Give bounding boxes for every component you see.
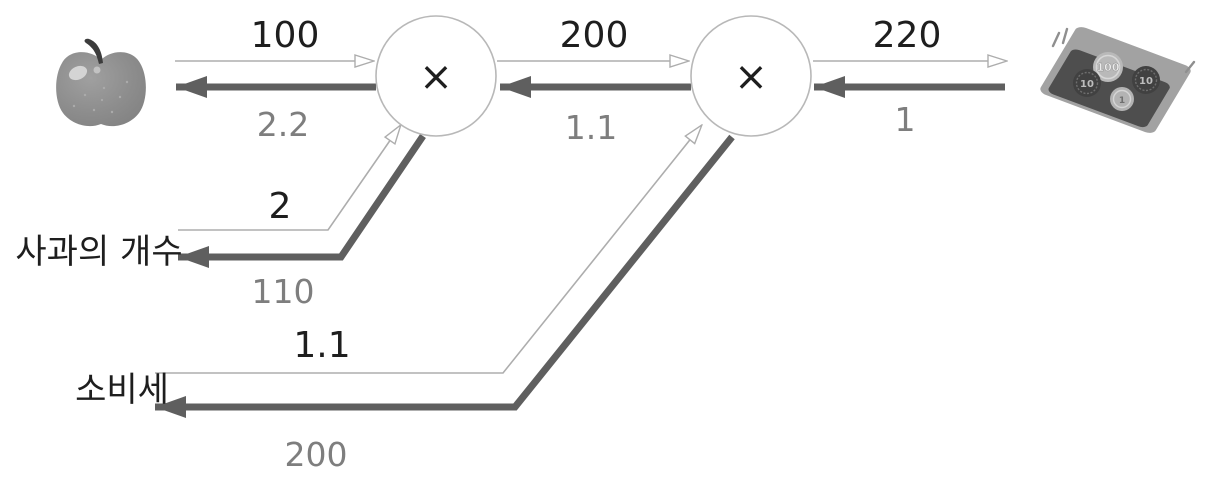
edge-labels: 100 2.2 200 1.1 220 1 2 110 1.1 200 [251,15,942,474]
edge-apple-mul1-forward-label: 100 [251,15,320,56]
edge-mul2-tax-backward-line [155,134,735,418]
edge-mul1-count-backward-line [178,134,426,268]
edge-money-mul2-backward-label: 1 [895,100,916,139]
money-tray-icon: 100 10 10 1 [1040,27,1196,133]
coin-10-left-value: 10 [1080,79,1094,90]
coin-10-right: 10 [1132,66,1160,94]
edge-mul2-tax-backward-label: 200 [285,435,348,474]
backward-edges [155,76,1005,418]
apple-stem [84,38,103,64]
money-tray-shine-marks [1051,27,1196,74]
apple-speckles [72,80,129,114]
edge-mul2-mul1-backward-label: 1.1 [565,108,617,147]
consumption-tax-label: 소비세 [75,370,169,410]
edge-tax-mul2-forward-label: 1.1 [293,325,350,366]
coin-10-left: 10 [1073,69,1101,97]
edge-count-mul1-forward-label: 2 [269,186,292,227]
mul-node-1-op: × [419,54,453,100]
mul-node-1: × [375,15,497,137]
edge-mul1-apple-backward-label: 2.2 [257,105,309,144]
apple-icon [56,38,146,127]
coin-1-value: 1 [1119,96,1125,106]
coin-100: 100 [1093,52,1123,82]
edge-mul1-count-backward-label: 110 [252,272,315,311]
edge-mul2-money-forward-label: 220 [873,15,942,56]
apple-highlight-small [93,66,101,74]
money-tray-mat [1048,49,1170,128]
edge-count-mul1-forward-line [178,141,390,231]
mul-node-2: × [690,15,812,137]
forward-edges [155,61,988,374]
coin-1: 1 [1110,87,1134,111]
edge-tax-mul2-forward-line [155,140,690,374]
mul-node-2-op: × [734,54,768,100]
mul-node-1-circle [375,15,497,137]
mul-node-2-circle [690,15,812,137]
coin-10-right-value: 10 [1139,76,1153,87]
input-labels: 사과의 개수 소비세 [15,232,182,410]
coin-100-value: 100 [1097,61,1120,74]
apple-count-label: 사과의 개수 [15,232,182,272]
apple-highlight [68,65,88,81]
edge-mul1-mul2-forward-label: 200 [560,15,629,56]
